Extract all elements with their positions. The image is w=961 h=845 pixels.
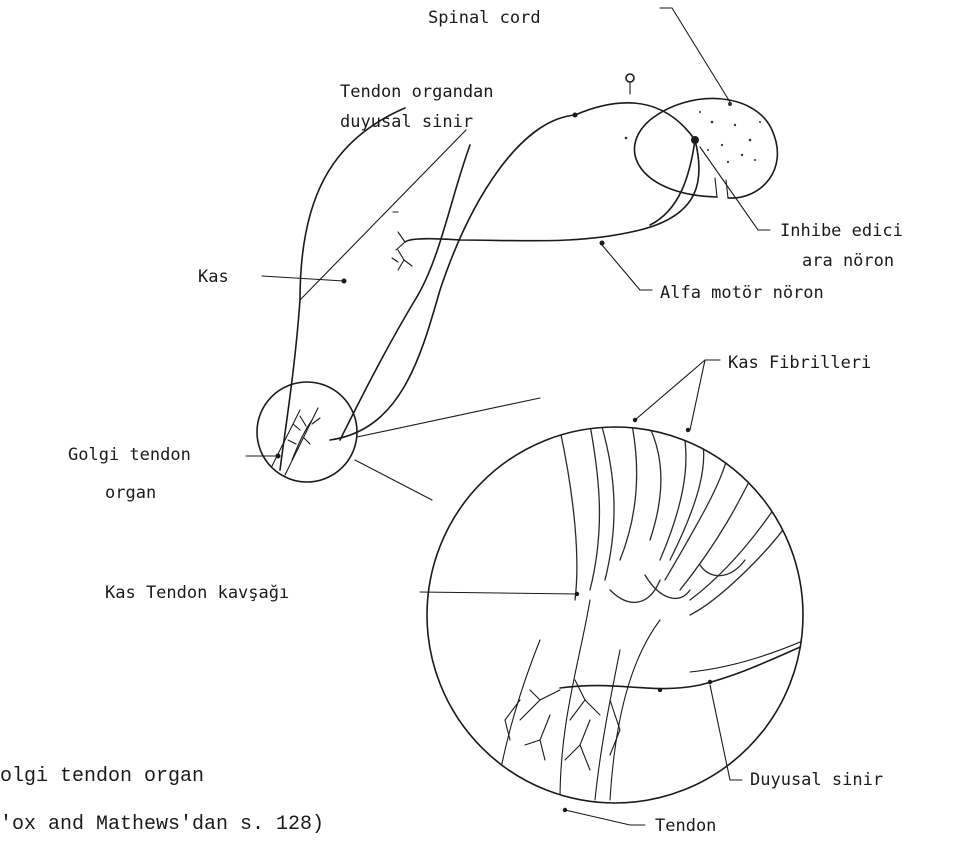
labels: Spinal cord Tendon organdan duyusal sini… xyxy=(68,8,903,836)
caption-line-1: olgi tendon organ xyxy=(0,765,204,788)
motor-end-plate xyxy=(392,232,412,270)
muscle-fibrils xyxy=(560,410,790,615)
label-inhibitory-2: ara nöron xyxy=(802,251,894,271)
label-tendon-nerve-2: duyusal sinir xyxy=(340,112,473,132)
label-spinal-cord: Spinal cord xyxy=(428,8,541,28)
figure-caption: olgi tendon organ 'ox and Mathews'dan s.… xyxy=(0,765,324,836)
label-inhibitory-1: Inhibe edici xyxy=(780,221,903,241)
label-muscle-fibrils: Kas Fibrilleri xyxy=(728,353,871,373)
label-sensory-nerve: Duyusal sinir xyxy=(750,770,883,790)
leader-lines xyxy=(246,8,770,825)
label-alpha-motor: Alfa motör nöron xyxy=(660,283,824,303)
label-muscle: Kas xyxy=(198,267,229,287)
label-tendon-nerve-1: Tendon organdan xyxy=(340,82,494,102)
sensory-nerve-magnified xyxy=(560,645,805,689)
magnify-connector-top xyxy=(357,398,540,437)
label-junction: Kas Tendon kavşağı xyxy=(105,583,289,603)
magnified-view xyxy=(427,410,805,803)
magnify-connector-bottom xyxy=(355,460,432,500)
caption-line-2: 'ox and Mathews'dan s. 128) xyxy=(0,813,324,836)
golgi-tendon-organ-small xyxy=(257,382,357,482)
label-golgi-2: organ xyxy=(105,483,156,503)
label-golgi-1: Golgi tendon xyxy=(68,445,191,465)
muscle-belly xyxy=(280,108,470,470)
label-tendon: Tendon xyxy=(655,816,716,836)
